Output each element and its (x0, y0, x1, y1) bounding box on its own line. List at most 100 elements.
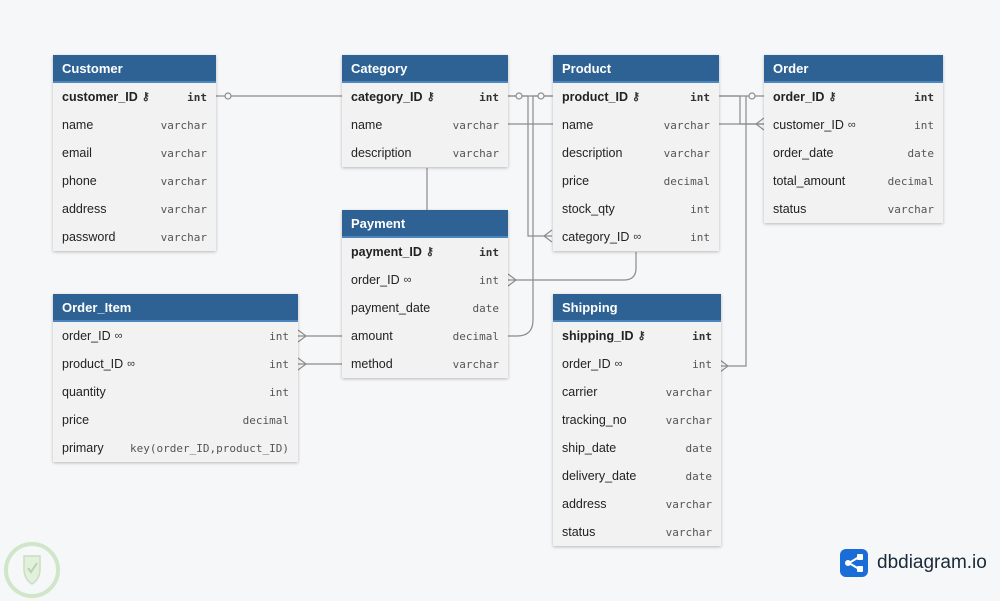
table-header[interactable]: Product (553, 55, 719, 83)
field-name: name (62, 118, 93, 132)
field-row[interactable]: quantity int (53, 378, 298, 406)
field-name-text: description (351, 146, 412, 160)
field-row[interactable]: order_ID⚷int (764, 83, 943, 111)
field-row[interactable]: order_ID∞int (553, 350, 721, 378)
field-name-text: customer_ID (773, 118, 844, 132)
brand-logo[interactable]: dbdiagram.io (840, 549, 987, 577)
field-name-text: payment_date (351, 301, 431, 315)
field-name: payment_ID⚷ (351, 245, 434, 259)
field-row[interactable]: address varchar (53, 195, 216, 223)
field-name: status (562, 525, 595, 539)
field-name: price (62, 413, 89, 427)
field-name-text: product_ID (62, 357, 124, 371)
field-type: int (690, 202, 710, 216)
field-type: int (914, 90, 934, 104)
field-row[interactable]: customer_ID⚷int (53, 83, 216, 111)
field-row[interactable]: shipping_ID⚷int (553, 322, 721, 350)
field-name: category_ID∞ (562, 230, 641, 244)
field-row[interactable]: customer_ID∞int (764, 111, 943, 139)
field-name: product_ID⚷ (562, 90, 640, 104)
field-name-text: order_ID (351, 273, 400, 287)
field-name-text: amount (351, 329, 393, 343)
field-name-text: phone (62, 174, 97, 188)
table-header[interactable]: Order_Item (53, 294, 298, 322)
field-row[interactable]: product_ID∞int (53, 350, 298, 378)
field-row[interactable]: order_ID∞int (53, 322, 298, 350)
table-header[interactable]: Customer (53, 55, 216, 83)
field-type: int (692, 329, 712, 343)
rel-end-one (224, 92, 232, 100)
field-row[interactable]: product_ID⚷ int (553, 83, 719, 111)
table-header[interactable]: Category (342, 55, 508, 83)
field-name-text: name (62, 118, 94, 132)
rel-category-product (508, 95, 552, 237)
field-name: primary (62, 441, 104, 455)
field-name-text: customer_ID (62, 90, 138, 104)
field-type: varchar (452, 357, 499, 371)
field-type: decimal (452, 329, 499, 343)
rel-end-one (748, 92, 756, 100)
table-header[interactable]: Order (764, 55, 943, 83)
field-type: int (269, 385, 289, 399)
rel-product-payment (508, 252, 637, 281)
field-name: quantity (62, 385, 106, 399)
field-name: delivery_date (562, 469, 636, 483)
field-type: int (187, 90, 207, 104)
field-type: decimal (663, 174, 710, 188)
table-header[interactable]: Payment (342, 210, 508, 238)
field-row[interactable]: carrier varchar (553, 378, 721, 406)
link-icon: ∞ (403, 273, 412, 286)
rel-product-orderitem (508, 95, 552, 337)
field-type: varchar (665, 385, 712, 399)
field-name-text: product_ID (562, 90, 628, 104)
key-icon: ⚷ (637, 329, 646, 342)
field-name: description (562, 146, 622, 160)
field-row[interactable]: category_ID∞int (553, 223, 719, 251)
field-type: int (690, 90, 710, 104)
field-type: varchar (160, 202, 207, 216)
field-row[interactable]: stock_qty int (553, 195, 719, 223)
field-name-text: name (562, 118, 594, 132)
field-type: int (479, 273, 499, 287)
field-row[interactable]: payment_ID⚷int (342, 238, 508, 266)
field-name-text: password (62, 230, 116, 244)
field-row[interactable]: order_ID∞ int (342, 266, 508, 294)
field-row[interactable]: amount decimal (342, 322, 508, 350)
field-row[interactable]: category_ID⚷int (342, 83, 508, 111)
field-name: carrier (562, 385, 597, 399)
field-type: int (479, 90, 499, 104)
table-header[interactable]: Shipping (553, 294, 721, 322)
field-name: stock_qty (562, 202, 615, 216)
field-name-text: address (62, 202, 107, 216)
field-name: order_date (773, 146, 833, 160)
